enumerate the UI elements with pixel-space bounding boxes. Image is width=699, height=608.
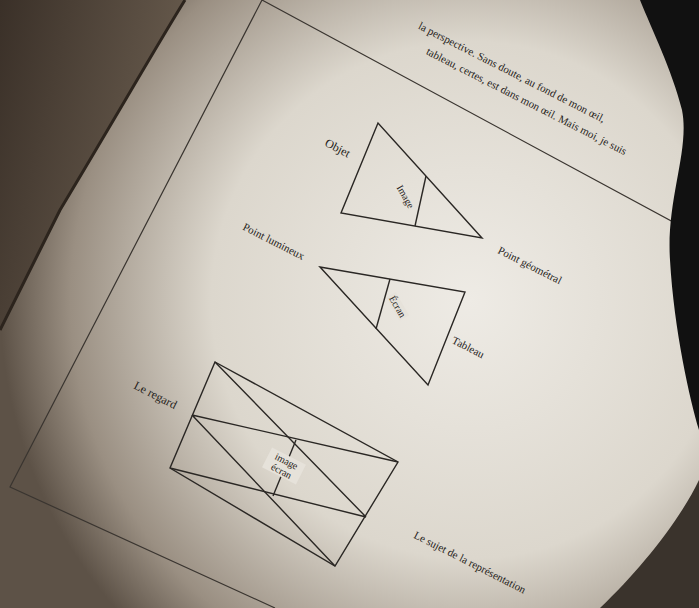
- overlap-figure: [170, 362, 398, 566]
- lacan-triangles: [170, 123, 482, 566]
- page-frame: [10, 0, 699, 608]
- figure-label: image écran: [262, 448, 306, 485]
- figure-label: Image: [393, 181, 417, 212]
- triangle-tableau: [320, 267, 465, 385]
- figure-label: Écran: [386, 291, 409, 320]
- figure-label: Objet: [322, 136, 352, 160]
- figure-label: Le sujet de la représentation: [412, 529, 528, 596]
- book-gutter: [0, 0, 185, 330]
- figure-label: Le regard: [132, 379, 179, 412]
- subject-lines: [170, 362, 366, 517]
- corner-shadow: [600, 480, 699, 608]
- figure-label: Point géométral: [496, 244, 564, 287]
- shadow: [640, 0, 699, 430]
- figure-label: Point lumineux: [241, 220, 307, 261]
- figure-label: tableau, certes, est dans mon œil. Mais …: [424, 45, 628, 157]
- facing-page: [0, 0, 185, 330]
- figure-label: Tableau: [450, 334, 486, 361]
- ecran-line: [376, 279, 390, 329]
- figure-label: la perspective. Sans doute, au fond de m…: [417, 19, 608, 124]
- triangle-objet: [341, 123, 482, 238]
- image-line: [415, 176, 426, 226]
- gaze-lines: [192, 415, 398, 566]
